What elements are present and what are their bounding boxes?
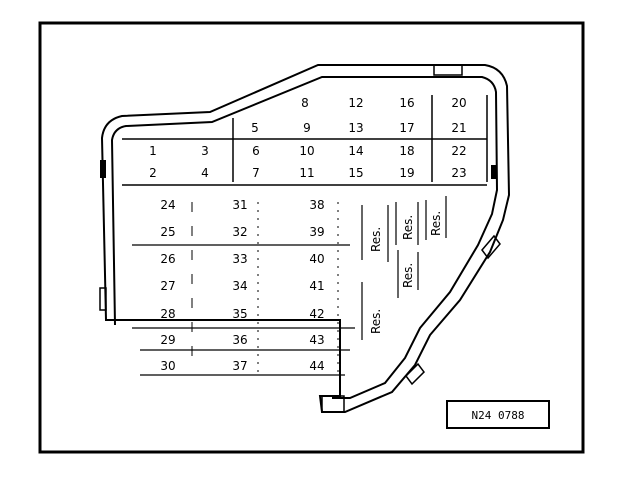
fuse-16: 16: [399, 96, 414, 110]
reserve-label-3: Res.: [429, 211, 443, 236]
fuse-4: 4: [201, 166, 209, 180]
right-clip-low: [405, 362, 425, 386]
fuse-19: 19: [399, 166, 414, 180]
figure-code: N24 0788: [472, 409, 525, 422]
fuse-24: 24: [160, 198, 175, 212]
fuse-41: 41: [309, 279, 324, 293]
fuse-33: 33: [232, 252, 247, 266]
fuse-26: 26: [160, 252, 175, 266]
right-clip-mid: [481, 234, 501, 260]
fuse-20: 20: [451, 96, 466, 110]
fuse-1: 1: [149, 144, 157, 158]
fuse-37: 37: [232, 359, 247, 373]
outer-frame: [38, 21, 585, 454]
fuse-7: 7: [252, 166, 260, 180]
fuse-9: 9: [303, 121, 311, 135]
fuse-29: 29: [160, 333, 175, 347]
fuse-42: 42: [309, 307, 324, 321]
fuse-43: 43: [309, 333, 324, 347]
fuse-32: 32: [232, 225, 247, 239]
reserve-label-4: Res.: [401, 263, 415, 288]
housing-top-tab: [433, 64, 463, 76]
housing-bottom-tab: [321, 395, 345, 413]
fuse-23: 23: [451, 166, 466, 180]
fuse-21: 21: [451, 121, 466, 135]
fuse-12: 12: [348, 96, 363, 110]
fuse-39: 39: [309, 225, 324, 239]
reserve-label-2: Res.: [401, 215, 415, 240]
fuse-28: 28: [160, 307, 175, 321]
fuse-18: 18: [399, 144, 414, 158]
fuse-8: 8: [301, 96, 309, 110]
fuse-14: 14: [348, 144, 363, 158]
left-clip-upper: [100, 160, 106, 178]
fuse-11: 11: [299, 166, 314, 180]
fuse-27: 27: [160, 279, 175, 293]
fuse-35: 35: [232, 307, 247, 321]
fuse-15: 15: [348, 166, 363, 180]
fuse-2: 2: [149, 166, 157, 180]
fuse-6: 6: [252, 144, 260, 158]
fuse-44: 44: [309, 359, 324, 373]
fuse-10: 10: [299, 144, 314, 158]
fuse-30: 30: [160, 359, 175, 373]
fuse-40: 40: [309, 252, 324, 266]
left-clip-lower: [99, 287, 107, 311]
right-clip-upper: [491, 165, 497, 179]
fuse-13: 13: [348, 121, 363, 135]
reserve-label-1: Res.: [369, 227, 383, 252]
fuse-22: 22: [451, 144, 466, 158]
figure-code-box: [446, 400, 550, 429]
fuse-31: 31: [232, 198, 247, 212]
reserve-label-5: Res.: [369, 309, 383, 334]
fuse-5: 5: [251, 121, 259, 135]
fuse-38: 38: [309, 198, 324, 212]
housing-outline: [100, 64, 511, 413]
fuse-17: 17: [399, 121, 414, 135]
fuse-34: 34: [232, 279, 247, 293]
fuse-25: 25: [160, 225, 175, 239]
housing-inner-wall: [110, 76, 499, 399]
fuse-36: 36: [232, 333, 247, 347]
fuse-3: 3: [201, 144, 209, 158]
